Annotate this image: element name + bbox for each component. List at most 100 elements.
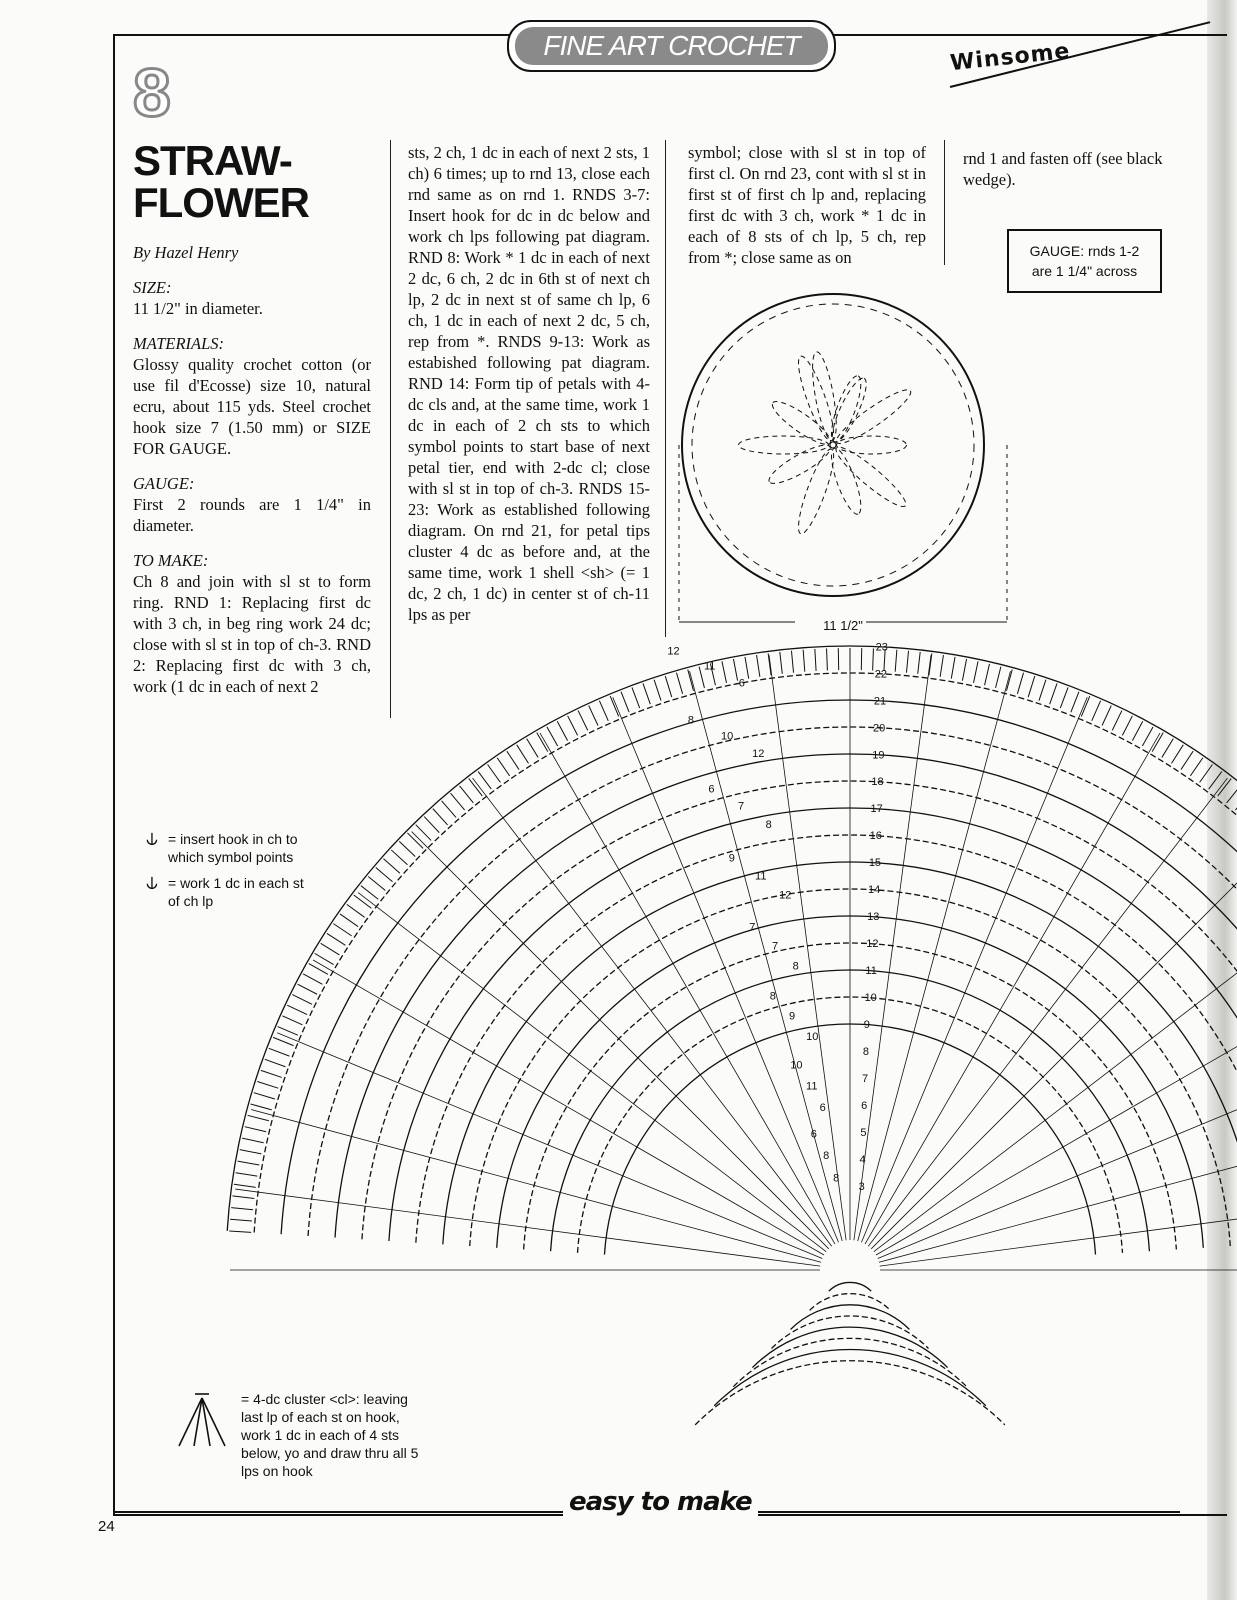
- round-number-label: 21: [874, 695, 886, 707]
- edge-stitch: [756, 654, 761, 677]
- edge-stitch: [917, 651, 921, 674]
- stitch-count-label: 10: [721, 730, 733, 742]
- edge-stitch: [415, 824, 432, 841]
- stitch-count-label: 10: [790, 1060, 802, 1072]
- spoke: [857, 671, 1011, 1242]
- edge-stitch: [367, 876, 386, 891]
- stitch-count-label: 8: [793, 960, 799, 972]
- round-number-label: 4: [859, 1154, 865, 1166]
- series-banner: FINE ART CROCHET: [507, 20, 836, 72]
- round-arc: [732, 1337, 968, 1388]
- edge-stitch: [950, 656, 956, 679]
- spoke: [539, 732, 836, 1245]
- edge-stitch: [1038, 679, 1047, 701]
- edge-stitch: [247, 1114, 269, 1122]
- stitch-count-label: 12: [667, 646, 679, 658]
- stitch-count-label: 7: [749, 922, 755, 934]
- edge-stitch: [546, 726, 559, 747]
- edge-stitch: [264, 1058, 286, 1068]
- series-title: FINE ART CROCHET: [515, 27, 828, 65]
- diameter-label: 11 1/2": [823, 618, 863, 633]
- spoke: [689, 671, 843, 1242]
- gauge-box: GAUGE: rnds 1-2 are 1 1/4" across: [1007, 229, 1162, 293]
- round-number-label: 23: [876, 641, 888, 653]
- edge-stitch: [339, 913, 359, 927]
- spoke: [853, 655, 932, 1241]
- edge-stitch: [320, 942, 340, 956]
- edge-stitch: [767, 653, 772, 676]
- petal: [798, 355, 835, 442]
- column-rule: [665, 140, 666, 637]
- round-arc: [522, 942, 1177, 1250]
- doily-center: [829, 441, 837, 449]
- edge-stitch: [432, 808, 448, 826]
- round-number-label: 16: [870, 830, 882, 842]
- edge-stitch: [468, 778, 483, 797]
- edge-stitch: [1049, 683, 1058, 705]
- cluster-symbol-icon: [178, 1393, 226, 1447]
- round-number-label: 12: [866, 938, 878, 950]
- edge-stitch: [1080, 695, 1091, 717]
- edge-stitch: [1151, 732, 1164, 752]
- stitch-count-label: 9: [789, 1010, 795, 1022]
- edge-stitch: [577, 710, 589, 731]
- stitch-count-label: 6: [811, 1129, 817, 1141]
- edge-stitch: [536, 732, 549, 752]
- legend-item-work-dc: ⫝ = work 1 dc in each st of ch lp: [146, 872, 304, 909]
- stitch-count-label: 10: [806, 1031, 818, 1043]
- edge-stitch: [995, 666, 1002, 689]
- edge-stitch: [477, 771, 492, 790]
- instructions-part-1: Ch 8 and join with sl st to form ring. R…: [133, 572, 371, 696]
- edge-stitch: [1006, 669, 1013, 691]
- instructions-part-2: sts, 2 ch, 1 dc in each of next 2 sts, 1…: [408, 143, 650, 624]
- text-column-1: By Hazel Henry SIZE: 11 1/2" in diameter…: [133, 242, 371, 711]
- stitch-count-label: 12: [752, 748, 764, 760]
- doily-inner-ring: [691, 303, 975, 587]
- edge-stitch: [423, 816, 440, 833]
- edge-stitch: [905, 650, 910, 673]
- round-number-label: 6: [861, 1100, 867, 1112]
- round-arc: [226, 645, 1237, 1231]
- gauge-text: First 2 rounds are 1 1/4" in diameter.: [133, 495, 371, 535]
- petal: [768, 444, 831, 484]
- edge-stitch: [687, 669, 694, 691]
- edge-stitch: [231, 1207, 254, 1211]
- edge-stitch: [308, 963, 329, 975]
- petal: [836, 435, 907, 455]
- edge-stitch: [326, 933, 346, 946]
- spoke: [472, 777, 833, 1247]
- edge-stitch: [292, 994, 313, 1005]
- edge-stitch: [516, 744, 529, 764]
- edge-stitch: [450, 792, 466, 811]
- edge-stitch: [894, 649, 898, 672]
- edge-stitch: [506, 750, 520, 770]
- page-number: 24: [98, 1518, 115, 1535]
- round-arc: [576, 996, 1124, 1253]
- stitch-count-label: 11: [806, 1080, 817, 1092]
- column-rule: [390, 140, 391, 718]
- round-number-label: 11: [865, 965, 876, 977]
- edge-stitch: [1141, 726, 1154, 747]
- stitch-count-label: 8: [833, 1173, 839, 1185]
- edge-stitch: [1121, 715, 1133, 736]
- size-heading: SIZE:: [133, 278, 172, 297]
- round-arc: [694, 1360, 1006, 1426]
- instructions-part-4: rnd 1 and fasten off (see black wedge).: [963, 149, 1163, 189]
- edge-stitch: [268, 1047, 290, 1057]
- edge-stitch: [277, 1026, 299, 1036]
- edge-stitch: [710, 663, 716, 686]
- edge-stitch: [229, 1230, 252, 1233]
- petal: [798, 448, 835, 535]
- edge-stitch: [872, 648, 874, 671]
- petal: [771, 401, 832, 445]
- edge-stitch: [1189, 757, 1204, 777]
- dc-symbol-icon: ⫝: [146, 828, 158, 850]
- round-arc: [790, 1304, 910, 1330]
- edge-stitch: [1059, 687, 1069, 709]
- stitch-count-label: 9: [729, 853, 735, 865]
- edge-stitch: [675, 672, 684, 694]
- stitch-count-label: 6: [820, 1102, 826, 1114]
- edge-stitch: [383, 858, 401, 874]
- edge-stitch: [984, 663, 990, 686]
- round-arc: [253, 672, 1237, 1233]
